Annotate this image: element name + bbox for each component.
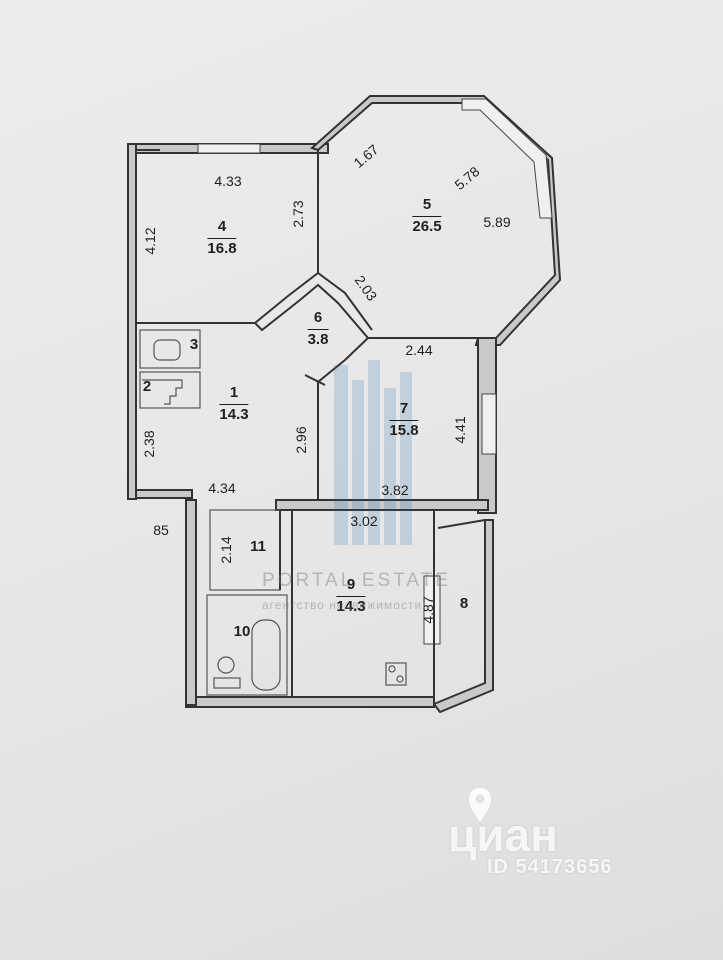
room-1-area: 14.3 — [219, 404, 249, 423]
dimension-label: 4.41 — [452, 416, 468, 444]
location-pin-icon — [469, 788, 491, 822]
room-4-number: 4 — [217, 218, 227, 235]
windows — [197, 98, 553, 645]
dimension-label: 5.89 — [483, 214, 511, 230]
room-6-number: 6 — [313, 309, 323, 326]
cian-logo-text: циан — [448, 809, 558, 861]
room-7-area: 15.8 — [389, 420, 419, 439]
dimension-label: 4.34 — [208, 480, 236, 496]
room-9-number: 9 — [346, 576, 356, 593]
dimension-label: 85 — [153, 522, 169, 538]
room-5-area: 26.5 — [412, 216, 442, 235]
dimension-label: 2.96 — [293, 426, 309, 454]
room-3-number: 3 — [189, 336, 199, 353]
room-1-number: 1 — [229, 384, 239, 401]
room-9-area: 14.3 — [336, 596, 366, 615]
room-10-number: 10 — [233, 623, 251, 640]
dimension-label: 4.12 — [142, 227, 158, 255]
dimension-label: 4.87 — [420, 596, 436, 624]
agency-watermark: PORTAL ESTATE — [262, 570, 451, 591]
listing-id: ID 54173656 — [487, 856, 613, 878]
dimension-label: 2.14 — [218, 536, 234, 564]
dimension-label: 3.02 — [350, 513, 378, 529]
dimension-label: 3.82 — [381, 482, 409, 498]
watermark-stripes — [334, 360, 412, 545]
agency-watermark-subtitle: агентство недвижимости — [262, 598, 423, 612]
room-6-area: 3.8 — [307, 329, 329, 348]
room-4-area: 16.8 — [207, 238, 237, 257]
interior-walls — [136, 149, 486, 697]
dimension-label: 2.73 — [290, 200, 306, 228]
room-2-number: 2 — [142, 378, 152, 395]
dimension-label: 2.44 — [405, 342, 433, 358]
dimension-label: 2.38 — [141, 430, 157, 458]
room-5-number: 5 — [422, 196, 432, 213]
room-7-number: 7 — [399, 400, 409, 417]
room-11-number: 11 — [250, 538, 266, 555]
room-8-number: 8 — [459, 595, 469, 612]
dimension-label: 4.33 — [214, 173, 242, 189]
